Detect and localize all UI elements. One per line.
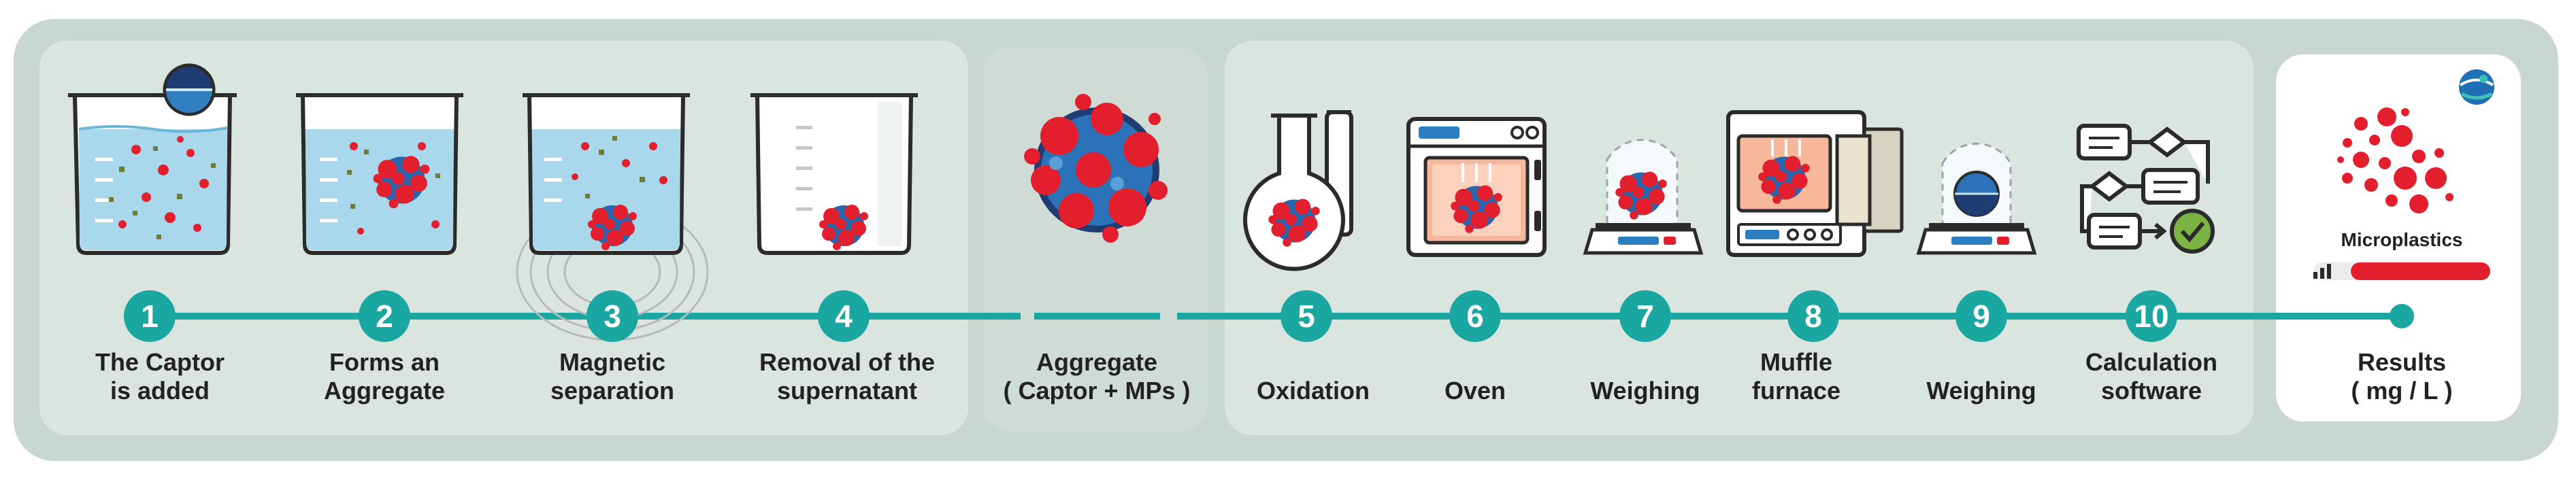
results-label-line2: ( mg / L )	[2351, 377, 2452, 405]
muffle-furnace-icon	[1726, 110, 1904, 257]
globe-logo-icon	[2459, 69, 2494, 105]
aggregate-particle-icon	[1024, 94, 1168, 243]
level-gauge	[2313, 262, 2490, 280]
results-panel	[2276, 54, 2521, 422]
step-markers: 1 2 3 4 5 6 7 8 9 10	[124, 290, 2177, 342]
step-marker-6: 6	[1449, 290, 1501, 342]
step-number: 10	[2134, 298, 2168, 334]
step-8-label-line2: furnace	[1752, 377, 1840, 405]
step-7-label: Weighing	[1590, 377, 1700, 405]
beaker-aggregate-icon	[296, 93, 463, 255]
oven-icon	[1406, 117, 1547, 257]
step-marker-9: 9	[1955, 290, 2007, 342]
beaker-captor-added-icon	[68, 63, 237, 255]
step-number: 6	[1466, 298, 1484, 334]
results-dot	[2390, 304, 2414, 328]
step-marker-8: 8	[1787, 290, 1839, 342]
step-marker-1: 1	[124, 290, 176, 342]
step-8-label-line1: Muffle	[1760, 348, 1832, 376]
step-3-label-line2: separation	[550, 377, 674, 405]
step-2-label-line2: Aggregate	[324, 377, 445, 405]
step-6-label: Oven	[1444, 377, 1506, 405]
step-10-label-line1: Calculation	[2085, 348, 2217, 376]
beaker-magnet-icon	[516, 93, 709, 341]
step-number: 5	[1298, 298, 1315, 334]
step-number: 8	[1804, 298, 1822, 334]
results-label-line1: Results	[2358, 348, 2446, 376]
step-9-label: Weighing	[1926, 377, 2036, 405]
step-5-label: Oxidation	[1257, 377, 1370, 405]
step-marker-2: 2	[359, 290, 410, 342]
step-number: 9	[1972, 298, 1990, 334]
step-1-label-line1: The Captor	[95, 348, 225, 376]
step-1-label-line2: is added	[110, 377, 210, 405]
scale-droplet-icon	[1916, 142, 2037, 255]
aggregate-label-line1: Aggregate	[1036, 348, 1157, 376]
aggregate-label-line2: ( Captor + MPs )	[1003, 377, 1190, 405]
microplastics-dots-icon	[2337, 107, 2454, 213]
step-4-label-line1: Removal of the	[759, 348, 935, 376]
microplastics-badge: Microplastics	[2341, 229, 2463, 250]
scale-aggregate-icon	[1583, 139, 1704, 255]
step-4-label-line2: supernatant	[777, 377, 917, 405]
step-marker-5: 5	[1281, 290, 1332, 342]
step-number: 4	[835, 298, 853, 334]
step-10-label-line2: software	[2101, 377, 2202, 405]
capture-panel	[39, 41, 968, 435]
step-marker-7: 7	[1619, 290, 1671, 342]
step-number: 2	[376, 298, 393, 334]
flowchart-software-icon	[2077, 124, 2215, 254]
step-number: 1	[141, 298, 159, 334]
step-marker-10: 10	[2126, 290, 2177, 342]
beaker-removal-icon	[750, 93, 918, 255]
flask-oxidation-icon	[1243, 110, 1353, 271]
step-3-label-line1: Magnetic	[559, 348, 665, 376]
step-marker-4: 4	[818, 290, 870, 342]
step-labels: The Captor is added Forms an Aggregate M…	[95, 348, 2453, 405]
step-number: 7	[1636, 298, 1654, 334]
step-2-label-line1: Forms an	[329, 348, 440, 376]
step-number: 3	[604, 298, 621, 334]
step-marker-3: 3	[587, 290, 638, 342]
